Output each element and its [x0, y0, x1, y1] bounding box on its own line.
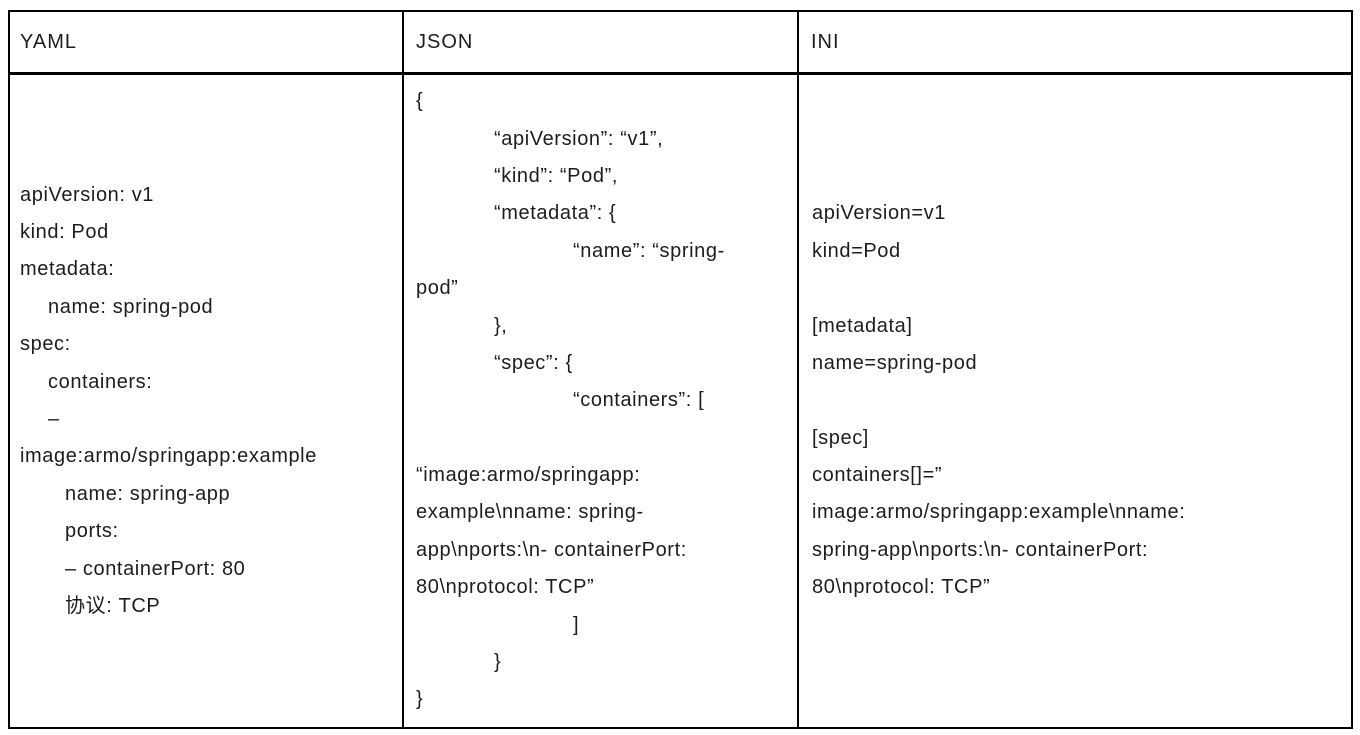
yaml-code-cell: apiVersion: v1 kind: Pod metadata: name: sp… [8, 72, 404, 729]
code-line [812, 382, 1351, 419]
code-line: apiVersion=v1 [812, 202, 947, 225]
code-line: metadata: [20, 258, 115, 281]
code-line: [metadata] [812, 314, 913, 337]
code-line: { [416, 90, 424, 113]
code-line: ] [573, 613, 580, 636]
code-line: kind=Pod [812, 239, 901, 262]
code-line: example\nname: spring- [416, 501, 644, 524]
ini-code-block: apiVersion=v1 kind=Pod [metadata] name=spri… [799, 195, 1351, 606]
code-line: name: spring-pod [48, 295, 214, 318]
code-line: name=spring-pod [812, 351, 978, 374]
code-line: } [416, 688, 424, 711]
code-line: app\nports:\n- containerPort: [416, 538, 687, 561]
code-line: image:armo/springapp:example [20, 445, 317, 468]
code-line: containers[]=” [812, 464, 943, 487]
code-line: “spec”: { [494, 351, 573, 374]
code-line: – [48, 408, 60, 430]
format-comparison-table: YAML JSON INI apiVersion: v1 kind: Pod met… [8, 10, 1353, 729]
json-code-cell: { “apiVersion”: “v1”, “kind”: “Pod”, “metad… [402, 72, 799, 729]
code-line: “name”: “spring- [573, 239, 725, 262]
code-line: “kind”: “Pod”, [494, 164, 618, 187]
code-line: spring-app\nports:\n- containerPort: [812, 538, 1149, 561]
header-row: YAML JSON INI [8, 10, 1353, 75]
code-line: 80\nprotocol: TCP” [416, 576, 595, 599]
code-line: image:armo/springapp:example\nname: [812, 501, 1186, 524]
ini-code-cell: apiVersion=v1 kind=Pod [metadata] name=spri… [797, 72, 1353, 729]
code-line: pod” [416, 277, 459, 300]
code-line: }, [494, 314, 508, 337]
code-line: apiVersion: v1 [20, 183, 155, 206]
column-header-yaml: YAML [8, 10, 404, 75]
code-line: 80\nprotocol: TCP” [812, 576, 991, 599]
code-line: “containers”: [ [573, 389, 705, 412]
content-row: apiVersion: v1 kind: Pod metadata: name: sp… [8, 72, 1353, 729]
column-header-json: JSON [402, 10, 799, 75]
code-line: “metadata”: { [494, 202, 617, 225]
json-code-block: { “apiVersion”: “v1”, “kind”: “Pod”, “metad… [404, 83, 797, 719]
code-line [416, 420, 797, 457]
code-line: “image:armo/springapp: [416, 464, 641, 487]
code-line: name: spring-app [65, 482, 231, 505]
code-line [812, 270, 1351, 307]
code-line: “apiVersion”: “v1”, [494, 127, 664, 150]
code-line: – containerPort: 80 [65, 557, 246, 580]
code-line: ports: [65, 520, 119, 543]
code-line: [spec] [812, 426, 869, 449]
column-header-ini: INI [797, 10, 1353, 75]
code-line: containers: [48, 370, 153, 393]
code-line: kind: Pod [20, 221, 109, 244]
yaml-code-block: apiVersion: v1 kind: Pod metadata: name: sp… [10, 177, 402, 626]
code-line: 协议: TCP [65, 594, 161, 617]
code-line: spec: [20, 333, 71, 356]
code-line: } [494, 651, 502, 674]
